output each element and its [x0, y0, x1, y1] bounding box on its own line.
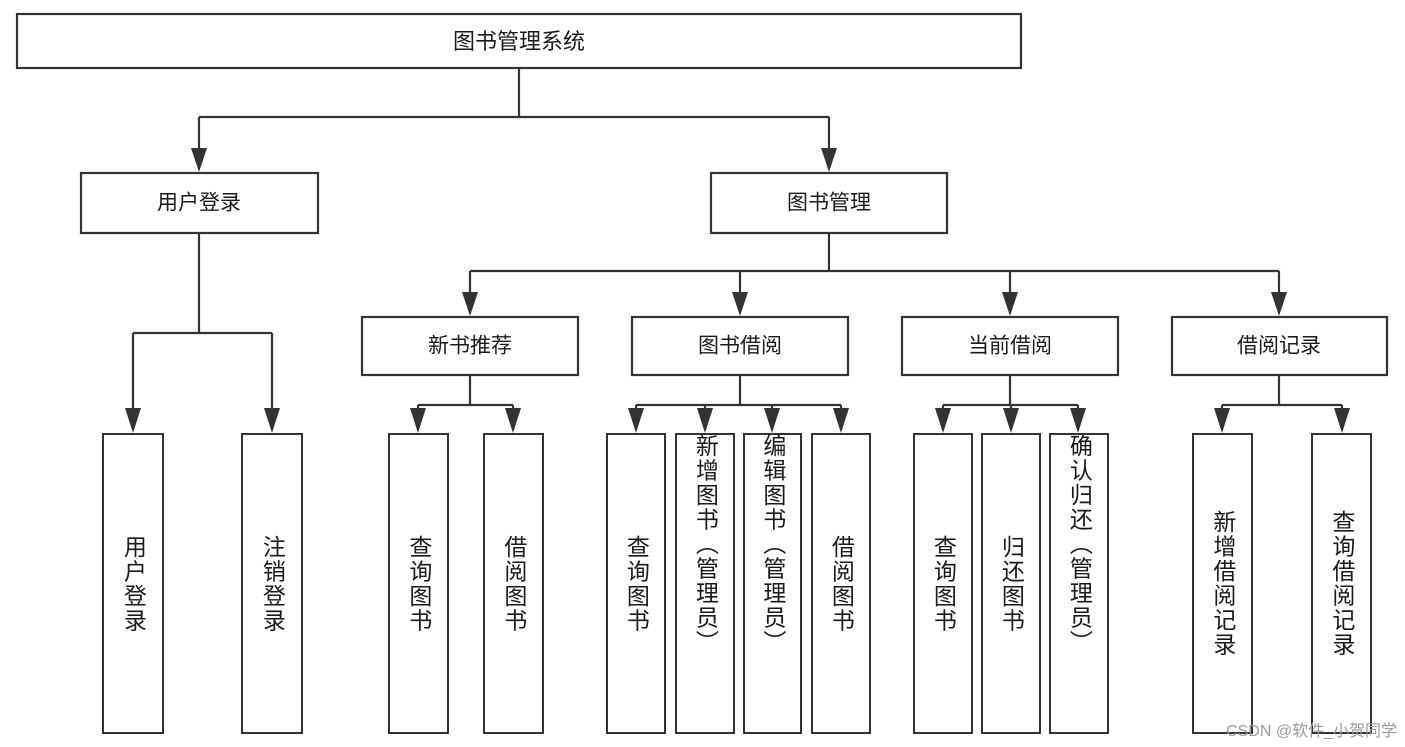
- leaf-box-br-add-record[interactable]: [1192, 433, 1253, 734]
- arrow-head-user-login: [191, 148, 207, 172]
- node-book-borrow-box[interactable]: [630, 315, 850, 377]
- node-borrow-record-box[interactable]: [1170, 315, 1389, 377]
- arrow-head-bb-1: [628, 408, 644, 433]
- node-user-login[interactable]: 用户登录: [79, 171, 320, 235]
- connector-current-borrow-to-leaves: [935, 375, 1086, 433]
- leaf-box-br-query-record[interactable]: [1311, 433, 1372, 734]
- node-root-box[interactable]: [15, 12, 1023, 70]
- node-current-borrow[interactable]: 当前借阅: [900, 315, 1120, 377]
- leaf-box-nb-query-book[interactable]: [388, 433, 449, 734]
- leaf-box-user-login[interactable]: [102, 433, 164, 734]
- node-book-manage-label: 图书管理: [787, 192, 871, 215]
- arrow-head-book-borrow: [732, 292, 748, 316]
- node-borrow-record[interactable]: 借阅记录: [1170, 315, 1389, 377]
- arrow-head-nb-1: [410, 408, 426, 433]
- connector-root-to-level2: [191, 68, 837, 172]
- arrow-head-cb-2: [1003, 408, 1019, 433]
- connector-new-book-to-leaves: [410, 375, 521, 433]
- leaf-box-bb-borrow-book[interactable]: [811, 433, 871, 734]
- node-new-book-recommend-box[interactable]: [360, 315, 580, 377]
- leaf-box-logout[interactable]: [241, 433, 303, 734]
- arrow-head-new-book: [462, 292, 478, 316]
- leaf-box-cb-return-book[interactable]: [981, 433, 1041, 734]
- node-current-borrow-label: 当前借阅: [968, 335, 1052, 358]
- arrow-head-cb-1: [935, 408, 951, 433]
- leaf-box-nb-borrow-book[interactable]: [483, 433, 544, 734]
- arrow-head-bb-2: [697, 408, 713, 433]
- arrow-head-leaf-logout: [264, 408, 280, 433]
- leaf-box-cb-confirm-return[interactable]: [1049, 433, 1109, 734]
- leaf-box-cb-query-book[interactable]: [913, 433, 973, 734]
- node-book-manage[interactable]: 图书管理: [709, 171, 949, 235]
- node-book-borrow[interactable]: 图书借阅: [630, 315, 850, 377]
- connector-user-login-to-leaves: [125, 233, 280, 433]
- arrow-head-book-manage: [821, 148, 837, 172]
- node-root-label: 图书管理系统: [453, 29, 585, 54]
- connector-borrow-record-to-leaves: [1214, 375, 1350, 433]
- arrow-head-nb-2: [505, 408, 521, 433]
- arrow-head-cb-3: [1070, 408, 1086, 433]
- node-borrow-record-label: 借阅记录: [1237, 335, 1321, 358]
- csdn-watermark: CSDN @软件_小贺同学: [1226, 723, 1397, 740]
- connector-book-manage-to-level3: [462, 233, 1287, 316]
- node-new-book-recommend-label: 新书推荐: [428, 335, 512, 358]
- connector-book-borrow-to-leaves: [628, 375, 849, 433]
- node-book-manage-box[interactable]: [709, 171, 949, 235]
- node-root[interactable]: 图书管理系统: [15, 12, 1023, 70]
- arrow-head-borrow-record: [1271, 292, 1287, 316]
- arrow-head-br-2: [1334, 408, 1350, 433]
- arrow-head-bb-3: [764, 408, 780, 433]
- arrow-head-br-1: [1214, 408, 1230, 433]
- leaf-box-bb-edit-book[interactable]: [743, 433, 802, 734]
- node-new-book-recommend[interactable]: 新书推荐: [360, 315, 580, 377]
- arrow-head-current-borrow: [1002, 292, 1018, 316]
- arrow-head-leaf-user-login: [125, 408, 141, 433]
- leaf-box-bb-query-book[interactable]: [606, 433, 666, 734]
- leaf-box-bb-add-book[interactable]: [675, 433, 735, 734]
- node-user-login-label: 用户登录: [157, 192, 241, 215]
- node-book-borrow-label: 图书借阅: [698, 335, 782, 358]
- node-current-borrow-box[interactable]: [900, 315, 1120, 377]
- arrow-head-bb-4: [833, 408, 849, 433]
